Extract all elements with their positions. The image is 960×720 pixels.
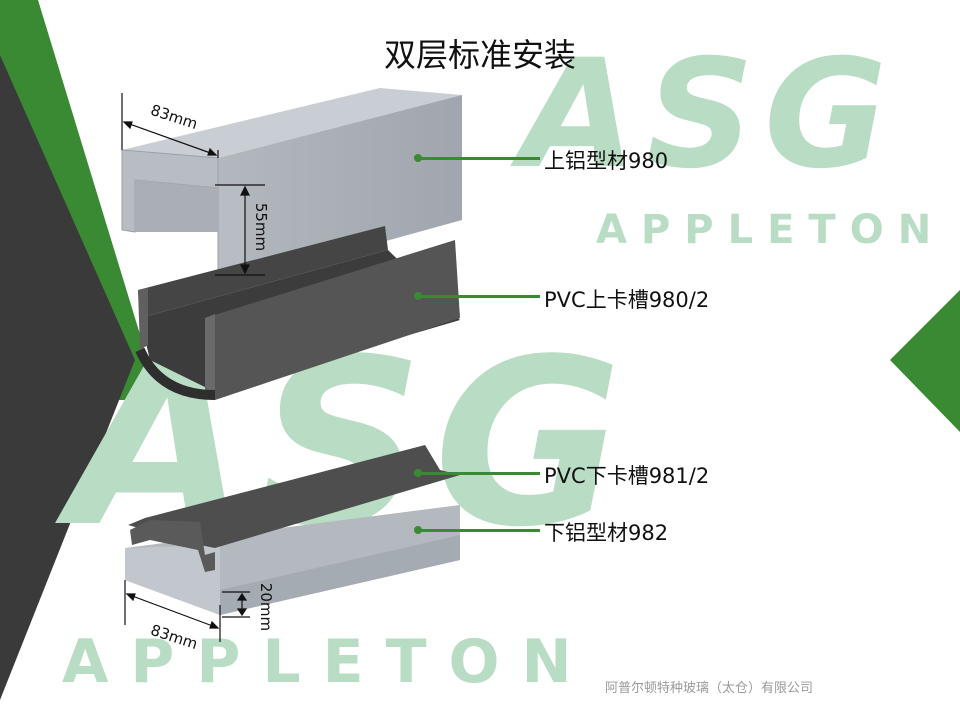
callout-line-lower-al (418, 529, 540, 532)
lower-al-face (125, 545, 220, 615)
slide-title: 双层标准安装 (383, 36, 576, 74)
upper-pvc-left-lip (138, 288, 148, 350)
lower-aluminium-profile (125, 505, 460, 615)
lower-pvc-front (130, 520, 215, 572)
company-footer: 阿普尔顿特种玻璃（太仓）有限公司 (605, 681, 814, 696)
dim-label-bottom-height: 20mm (257, 582, 276, 632)
upper-pvc-curve (135, 347, 216, 400)
upper-pvc-front-wall (205, 240, 460, 400)
dark-wedge-left (0, 55, 135, 700)
callout-label-lower-al: 下铝型材982 (544, 521, 669, 545)
appleton-watermark-bottom: APPLETON (62, 627, 594, 697)
callout-label-lower-pvc: PVC下卡槽981/2 (544, 464, 710, 488)
callout-label-upper-al: 上铝型材980 (544, 149, 669, 173)
lower-al-right (220, 535, 460, 615)
callout-line-lower-pvc (418, 472, 540, 475)
appleton-watermark-top: APPLETON (596, 207, 946, 253)
green-triangle-right (890, 290, 960, 432)
callout-line-upper-al (418, 157, 540, 160)
upper-al-top-face (122, 88, 462, 158)
upper-pvc-channel (135, 226, 460, 400)
upper-aluminium-profile (121, 88, 462, 281)
lower-pvc-channel (128, 445, 460, 572)
upper-pvc-front-lip (205, 314, 215, 400)
upper-al-inner (135, 180, 218, 232)
asg-watermark-top: ASG (520, 28, 898, 202)
callout-line-upper-pvc (418, 295, 540, 298)
callout-label-upper-pvc: PVC上卡槽980/2 (544, 288, 710, 312)
dim-label-top-height: 55mm (252, 202, 271, 252)
lower-pvc-top (128, 445, 460, 548)
upper-al-right-face (218, 95, 462, 280)
upper-pvc-back-wall (138, 226, 388, 318)
dimension-lines (121, 93, 265, 642)
